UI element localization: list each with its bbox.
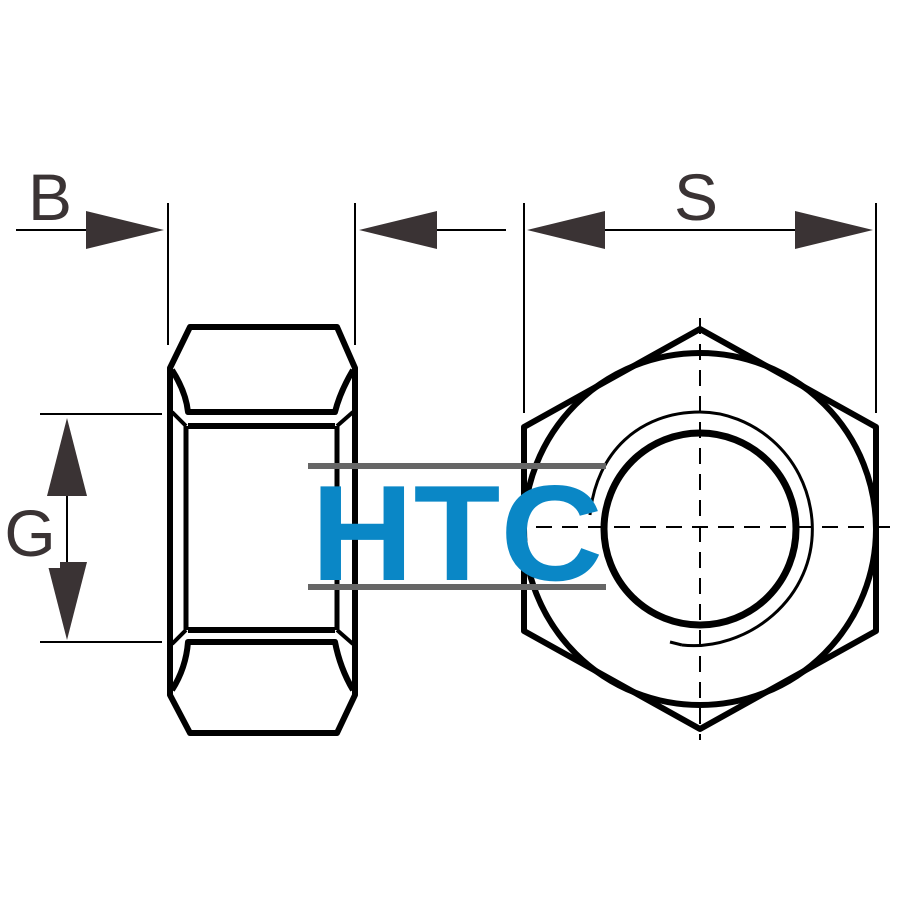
dimension-b: B: [16, 160, 506, 345]
htc-logo: HTC: [308, 457, 606, 609]
dimension-label-b: B: [28, 160, 72, 234]
thread-arc-end: [669, 640, 683, 647]
arrow-down: [47, 562, 87, 640]
arrow-left: [527, 211, 605, 249]
dimension-g: G: [4, 413, 162, 643]
arrow-left: [359, 211, 437, 249]
arrow-right: [86, 211, 164, 249]
corner-line: [335, 410, 355, 428]
dimension-label-g: G: [4, 496, 55, 570]
dimension-label-s: S: [674, 160, 718, 234]
logo-bottom-bar: [308, 584, 606, 590]
upper-chamfer-curve: [169, 368, 356, 415]
side-outline: [167, 324, 358, 736]
nut-side-view: [167, 324, 358, 736]
label-backdrop: [4, 496, 60, 568]
dimension-s: S: [523, 160, 877, 413]
corner-line: [170, 628, 188, 646]
hexagon-outline: [521, 326, 879, 732]
arrow-up: [47, 418, 87, 496]
corner-line: [170, 410, 188, 428]
logo-text: HTC: [311, 457, 603, 609]
thread-arc: [588, 410, 814, 648]
nut-front-view: [510, 318, 900, 740]
lower-chamfer-curve: [169, 639, 356, 692]
arrow-right: [795, 211, 873, 249]
logo-top-bar: [308, 463, 606, 469]
corner-line: [335, 628, 355, 646]
